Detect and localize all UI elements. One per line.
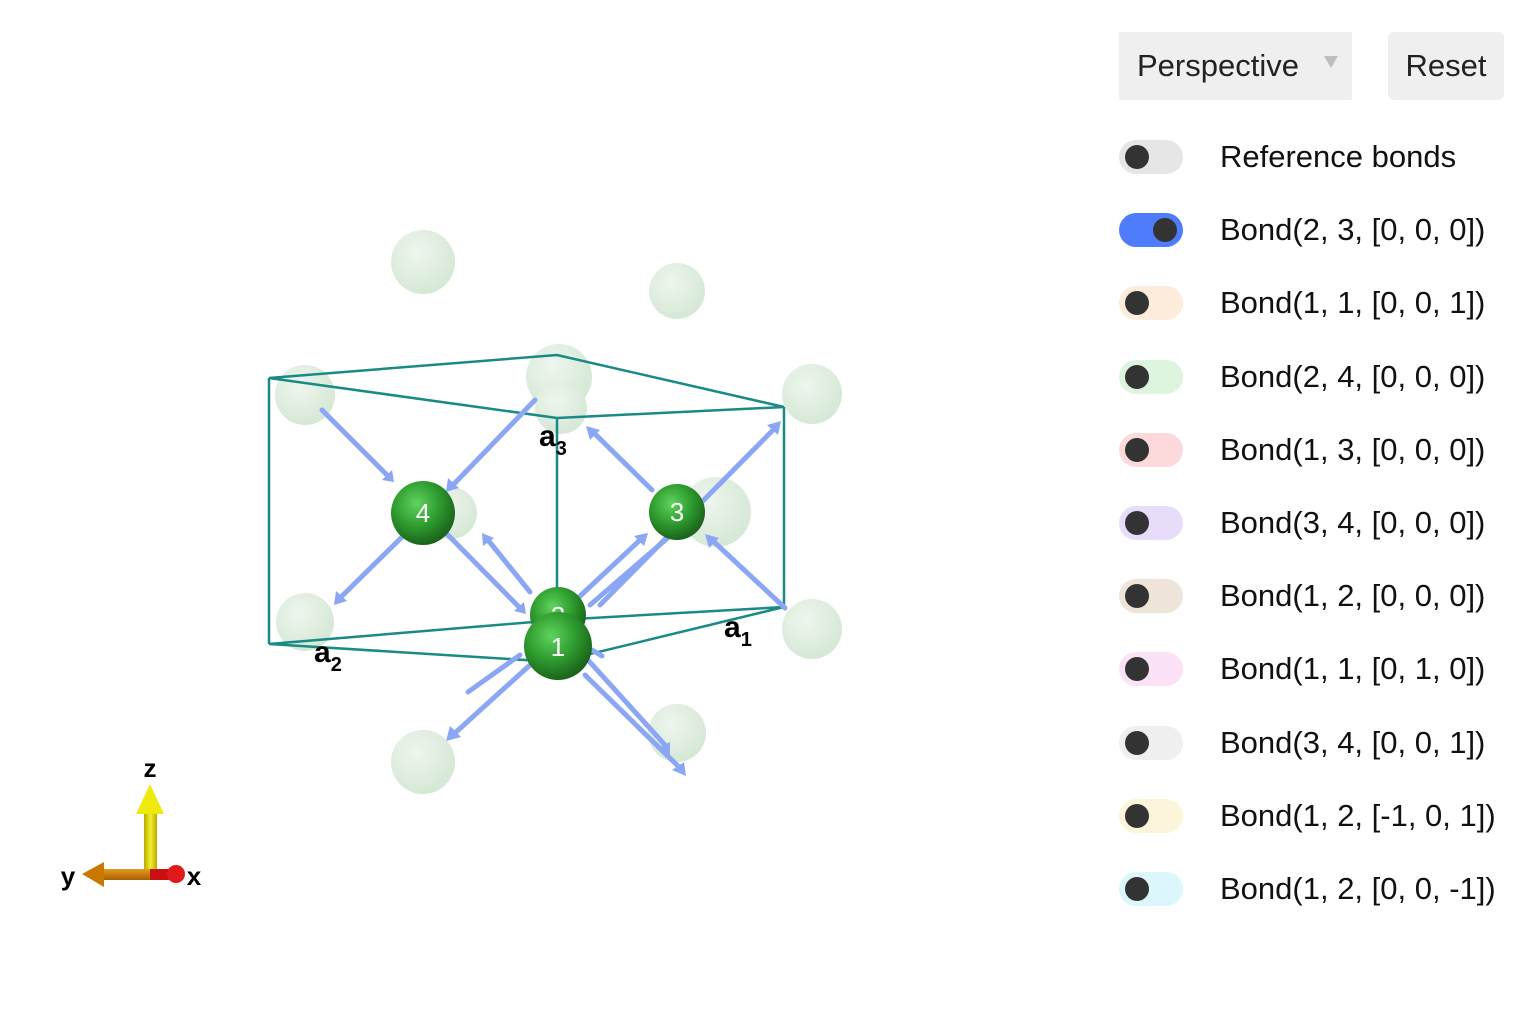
toggle-label: Bond(3, 4, [0, 0, 0])	[1220, 505, 1486, 540]
crystal-structure-canvas[interactable]: 4 3 2 1 a1 a2 a3 z y	[0, 0, 1100, 1024]
toggle-knob	[1125, 731, 1149, 755]
ghost-atom	[782, 364, 842, 424]
bond-toggle[interactable]: Bond(1, 1, [0, 0, 1])	[1119, 283, 1519, 323]
toggle-label: Bond(1, 2, [-1, 0, 1])	[1220, 798, 1496, 833]
ghost-atom	[276, 593, 334, 651]
toggle-label: Bond(3, 4, [0, 0, 1])	[1220, 725, 1486, 760]
bond-toggle[interactable]: Bond(1, 1, [0, 1, 0])	[1119, 649, 1519, 689]
toggle-knob	[1125, 804, 1149, 828]
ghost-atom	[535, 382, 587, 434]
toggle-knob	[1125, 657, 1149, 681]
atom-label: 4	[416, 498, 430, 528]
toggle-switch[interactable]	[1119, 140, 1183, 174]
z-axis-label: z	[144, 753, 157, 783]
toggle-switch[interactable]	[1119, 579, 1183, 613]
lattice-label-a2: a2	[314, 636, 342, 676]
toggle-switch[interactable]	[1119, 726, 1183, 760]
toggle-knob	[1125, 365, 1149, 389]
toggle-label: Bond(1, 3, [0, 0, 0])	[1220, 432, 1486, 467]
toggle-label: Bond(2, 3, [0, 0, 0])	[1220, 212, 1486, 247]
atom-label: 1	[551, 632, 565, 662]
bond-toggle[interactable]: Bond(2, 4, [0, 0, 0])	[1119, 357, 1519, 397]
bond-toggle[interactable]: Bond(1, 2, [-1, 0, 1])	[1119, 796, 1519, 836]
toggle-switch[interactable]	[1119, 286, 1183, 320]
toggle-knob	[1125, 291, 1149, 315]
axes-gizmo: z y x	[61, 753, 202, 891]
y-axis-label: y	[61, 861, 76, 891]
x-axis-arrow	[150, 869, 172, 880]
toggle-label: Bond(2, 4, [0, 0, 0])	[1220, 359, 1486, 394]
toggle-knob	[1125, 438, 1149, 462]
ghost-atom	[782, 599, 842, 659]
bond-toggle[interactable]: Bond(1, 2, [0, 0, 0])	[1119, 576, 1519, 616]
x-axis-label: x	[187, 861, 202, 891]
toggle-switch[interactable]	[1119, 213, 1183, 247]
ghost-atom	[391, 230, 455, 294]
projection-select[interactable]: Perspective	[1119, 32, 1352, 100]
ghost-atom	[391, 730, 455, 794]
y-axis-arrow	[100, 869, 152, 880]
toggle-label: Reference bonds	[1220, 139, 1457, 174]
chevron-down-icon	[1324, 56, 1338, 68]
projection-value: Perspective	[1137, 48, 1299, 83]
toggle-label: Bond(1, 1, [0, 0, 1])	[1220, 285, 1486, 320]
toggle-knob	[1125, 584, 1149, 608]
ghost-atom	[649, 263, 705, 319]
toggle-knob	[1125, 511, 1149, 535]
atom-4[interactable]: 4	[391, 481, 455, 545]
toggle-switch[interactable]	[1119, 652, 1183, 686]
toggle-switch[interactable]	[1119, 360, 1183, 394]
toggle-knob	[1125, 145, 1149, 169]
toggle-knob	[1153, 218, 1177, 242]
reference-bonds-toggle[interactable]: Reference bonds	[1119, 137, 1519, 177]
bond-toggle[interactable]: Bond(1, 3, [0, 0, 0])	[1119, 430, 1519, 470]
reset-button[interactable]: Reset	[1388, 32, 1504, 100]
toggle-switch[interactable]	[1119, 433, 1183, 467]
toggle-label: Bond(1, 2, [0, 0, 0])	[1220, 578, 1486, 613]
toggle-label: Bond(1, 1, [0, 1, 0])	[1220, 651, 1486, 686]
toggle-switch[interactable]	[1119, 506, 1183, 540]
atom-3[interactable]: 3	[649, 484, 705, 540]
toggle-label: Bond(1, 2, [0, 0, -1])	[1220, 871, 1496, 906]
atom-1[interactable]: 1	[524, 612, 592, 680]
toggle-switch[interactable]	[1119, 799, 1183, 833]
crystal-viewport[interactable]: 4 3 2 1 a1 a2 a3 z y	[0, 0, 1100, 1024]
z-axis-arrow	[144, 812, 157, 874]
toggle-switch[interactable]	[1119, 872, 1183, 906]
toggle-knob	[1125, 877, 1149, 901]
bond-toggle[interactable]: Bond(1, 2, [0, 0, -1])	[1119, 869, 1519, 909]
atom-label: 3	[670, 497, 684, 527]
lattice-label-a1: a1	[724, 611, 752, 651]
lattice-label-a3: a3	[539, 420, 567, 460]
ghost-atoms	[275, 230, 842, 794]
bond-toggle[interactable]: Bond(3, 4, [0, 0, 1])	[1119, 723, 1519, 763]
bond-toggle[interactable]: Bond(2, 3, [0, 0, 0])	[1119, 210, 1519, 250]
bond-toggle[interactable]: Bond(3, 4, [0, 0, 0])	[1119, 503, 1519, 543]
